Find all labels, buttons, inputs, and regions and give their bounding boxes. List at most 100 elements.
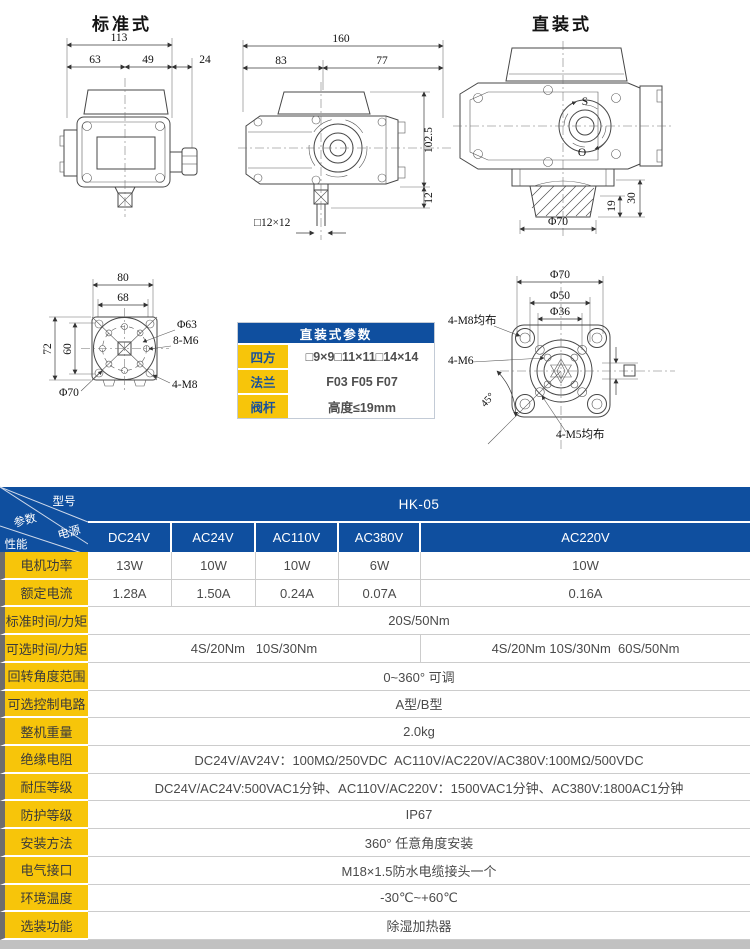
dim-phi36: Φ36 bbox=[550, 306, 570, 318]
spec-cell: 10W bbox=[172, 552, 256, 580]
spec-cell: 0.07A bbox=[339, 579, 421, 608]
spec-cell: 0.16A bbox=[421, 579, 750, 608]
spec-row-label: 整机重量 bbox=[0, 718, 88, 747]
spec-cell: IP67 bbox=[88, 801, 750, 830]
dim-shaft-square: □12×12 bbox=[254, 217, 291, 229]
dim-68: 68 bbox=[117, 292, 129, 304]
dim-83: 83 bbox=[275, 55, 287, 67]
side-dimensions: 160 83 77 102.5 12 □12×12 bbox=[242, 33, 444, 236]
callout-phi63: Φ63 bbox=[177, 319, 197, 331]
dim-30: 30 bbox=[626, 192, 638, 204]
callout-8-m6: 8-M6 bbox=[173, 335, 199, 347]
spec-row: 选装功能除湿加热器 bbox=[0, 912, 750, 941]
voltage-header-ac380v: AC380V bbox=[339, 523, 421, 552]
flange-dimensions: Φ70 Φ50 Φ36 bbox=[516, 269, 604, 350]
spec-cell: 1.50A bbox=[172, 579, 256, 608]
flange-body bbox=[487, 270, 675, 452]
coupling-hatch bbox=[531, 185, 595, 217]
callout-phi70: Φ70 bbox=[59, 387, 79, 399]
spec-cell: 2.0kg bbox=[88, 718, 750, 747]
diagonal-lines: 型号 参数 电源 性能 bbox=[0, 486, 89, 556]
spec-diagonal-header: 型号 参数 电源 性能 bbox=[0, 486, 89, 556]
dim-phi70-direct: Φ70 bbox=[548, 216, 568, 228]
params-value: □9×9□11×11□14×14 bbox=[288, 345, 434, 368]
spec-cell: -30℃~+60℃ bbox=[88, 884, 750, 913]
params-label: 法兰 bbox=[238, 370, 288, 393]
spec-cell: DC24V/AC24V:500VAC1分钟、AC110V/AC220V：1500… bbox=[88, 773, 750, 802]
direct-body: S O bbox=[453, 41, 673, 236]
dial-open-label: O bbox=[578, 147, 586, 159]
params-value: 高度≤19mm bbox=[288, 395, 434, 418]
direct-view-drawing: S O 19 bbox=[453, 41, 673, 236]
spec-row-label: 耐压等级 bbox=[0, 773, 88, 802]
params-label: 四方 bbox=[238, 345, 288, 368]
voltage-header-ac220v: AC220V bbox=[421, 523, 750, 552]
spec-cell: 4S/20Nm 10S/30Nm 60S/50Nm bbox=[421, 635, 750, 663]
spec-cell: 13W bbox=[88, 552, 172, 580]
spec-row-label: 额定电流 bbox=[0, 579, 88, 608]
standard-type-title: 标准式 bbox=[92, 15, 152, 34]
params-row-flange: 法兰 F03 F05 F07 bbox=[238, 368, 434, 393]
direct-dimensions: 19 30 Φ70 bbox=[519, 179, 645, 234]
spec-row-label: 选装功能 bbox=[0, 912, 88, 941]
callout-4-m5-even: 4-M5均布 bbox=[556, 428, 605, 441]
params-label: 阀杆 bbox=[238, 395, 288, 418]
mount-callouts: Φ63 8-M6 4-M8 Φ70 bbox=[59, 319, 199, 399]
spec-row-label: 安装方法 bbox=[0, 829, 88, 857]
callout-4-m6: 4-M6 bbox=[448, 355, 474, 367]
dial-shut-label: S bbox=[582, 96, 588, 108]
spec-cell: 1.28A bbox=[88, 579, 172, 608]
spec-cell: 4S/20Nm 10S/30Nm bbox=[88, 635, 421, 663]
corner-perf-label: 性能 bbox=[5, 537, 28, 551]
callout-4-m8: 4-M8 bbox=[172, 379, 198, 391]
voltage-header-dc24v: DC24V bbox=[88, 523, 172, 552]
spec-cell: 0~360° 可调 bbox=[88, 662, 750, 691]
params-row-stem: 阀杆 高度≤19mm bbox=[238, 393, 434, 418]
corner-param-label: 参数 bbox=[12, 510, 38, 530]
front-view-drawing: 113 63 49 24 bbox=[59, 32, 211, 217]
spec-row-label: 电气接口 bbox=[0, 856, 88, 885]
dim-49: 49 bbox=[142, 54, 154, 66]
spec-row-label: 回转角度范围 bbox=[0, 662, 88, 691]
spec-cell: DC24V/AV24V：100MΩ/250VDC AC110V/AC220V/A… bbox=[88, 746, 750, 774]
page-bottom-strip bbox=[0, 940, 750, 949]
spec-cell: 0.24A bbox=[256, 579, 339, 608]
spec-row-label: 环境温度 bbox=[0, 884, 88, 913]
corner-power-label: 电源 bbox=[56, 522, 82, 542]
voltage-header-ac110v: AC110V bbox=[256, 523, 339, 552]
mount-view-drawing: 80 68 72 60 bbox=[42, 272, 199, 399]
voltage-header-ac24v: AC24V bbox=[172, 523, 256, 552]
side-view-drawing: 160 83 77 102.5 12 □12×12 bbox=[238, 33, 452, 240]
direct-params-title: 直装式参数 bbox=[238, 323, 434, 343]
corner-model-label: 型号 bbox=[53, 494, 76, 508]
direct-params-table: 直装式参数 四方 □9×9□11×11□14×14 法兰 F03 F05 F07… bbox=[237, 322, 435, 419]
spec-cell: 20S/50Nm bbox=[88, 607, 750, 636]
dim-phi50: Φ50 bbox=[550, 290, 570, 302]
params-row-square: 四方 □9×9□11×11□14×14 bbox=[238, 343, 434, 368]
dim-77: 77 bbox=[376, 55, 388, 67]
dim-60: 60 bbox=[62, 343, 74, 355]
front-dimensions: 113 63 49 24 bbox=[66, 32, 211, 148]
dim-45deg: 45° bbox=[479, 391, 497, 409]
dim-19: 19 bbox=[606, 200, 618, 212]
spec-cell: 6W bbox=[339, 552, 421, 580]
spec-cell: 360° 任意角度安装 bbox=[88, 829, 750, 857]
spec-cell: 10W bbox=[256, 552, 339, 580]
dim-phi70-flange: Φ70 bbox=[550, 269, 570, 281]
direct-type-title: 直装式 bbox=[532, 15, 592, 34]
spec-cell: M18×1.5防水电缆接头一个 bbox=[88, 856, 750, 885]
spec-row-label: 绝缘电阻 bbox=[0, 746, 88, 774]
spec-cell: 除湿加热器 bbox=[88, 912, 750, 941]
spec-cell: 10W bbox=[421, 552, 750, 580]
dim-160: 160 bbox=[332, 33, 350, 45]
